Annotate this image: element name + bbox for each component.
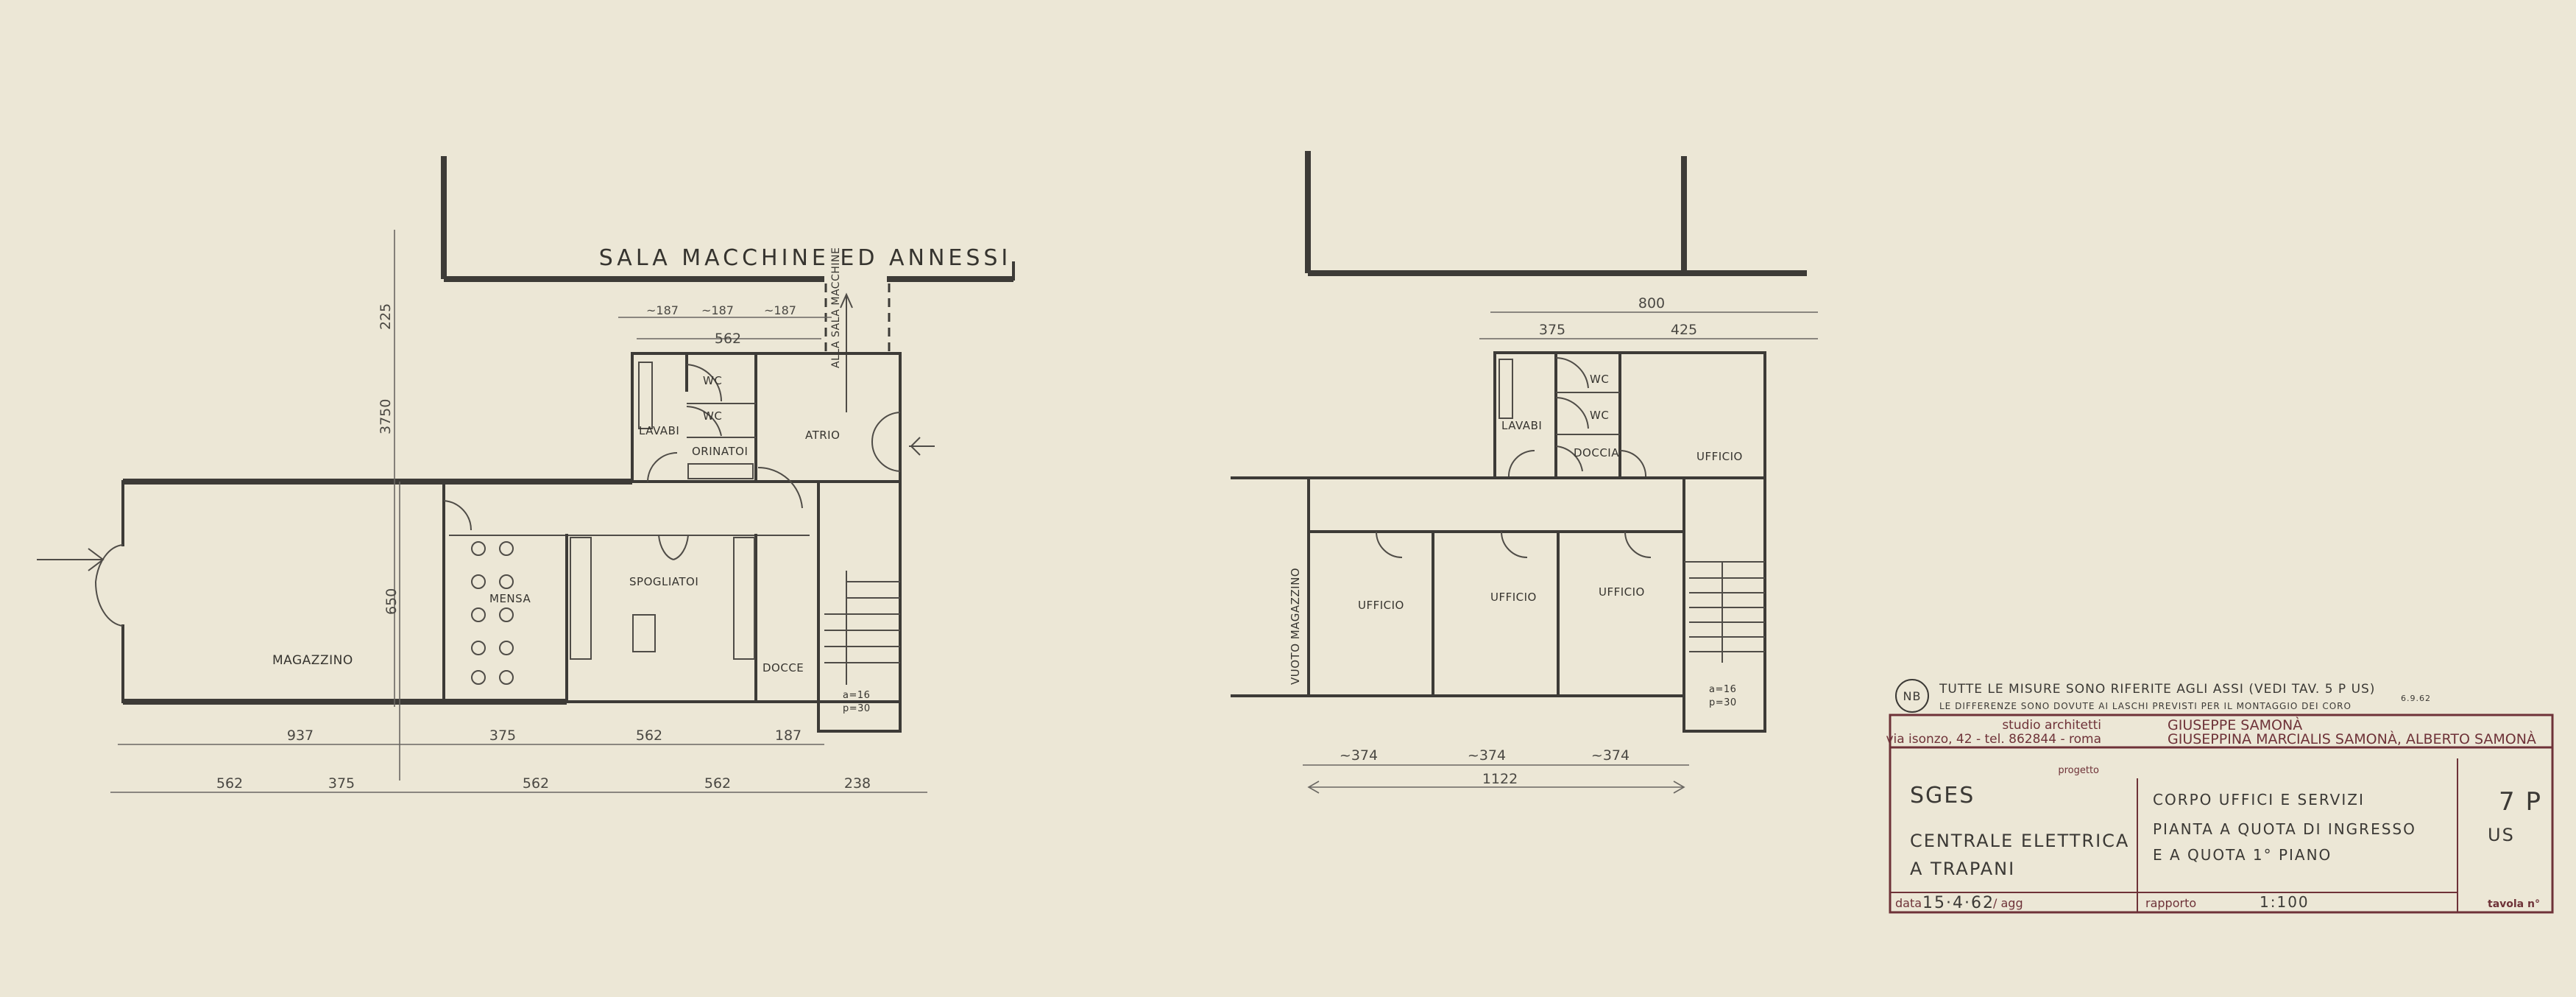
dim-label: 650 [383, 588, 400, 615]
dim-label: 425 [1671, 322, 1697, 338]
subject-line-3: E A QUOTA 1° PIANO [2153, 846, 2332, 864]
room-label-doccia: DOCCIA [1574, 446, 1619, 459]
stair-tread-label: p=30 [843, 703, 871, 714]
subject-line-1: CORPO UFFICI E SERVIZI [2153, 791, 2365, 808]
left-dimension-lines [110, 230, 927, 793]
date-label: data [1895, 896, 1922, 910]
note-line-1: TUTTE LE MISURE SONO RIFERITE AGLI ASSI … [1939, 682, 2375, 697]
sheet-number: 7 P [2499, 787, 2542, 817]
room-label-wc: WC [703, 409, 722, 423]
title-block [1889, 714, 2554, 914]
dim-label: 375 [328, 775, 355, 792]
room-label-atrio: ATRIO [805, 429, 840, 442]
dim-label: 3750 [378, 399, 394, 434]
stair-treads [824, 571, 900, 685]
upper-hall-wall [1305, 151, 1807, 276]
room-label-vuoto-magazzino: VUOTO MAGAZZINO [1289, 568, 1302, 685]
note-date-annotation: 6.9.62 [2401, 694, 2431, 703]
note-line-2: LE DIFFERENZE SONO DOVUTE AI LASCHI PREV… [1939, 701, 2352, 711]
project-line-1: CENTRALE ELETTRICA [1910, 831, 2129, 851]
room-label-docce: DOCCE [762, 661, 804, 674]
sheet-number-label: tavola n° [2488, 898, 2540, 910]
dim-label: 562 [523, 775, 549, 792]
dim-label: ~187 [764, 303, 796, 317]
room-label-lavabi: LAVABI [639, 424, 679, 437]
sheet-suffix: US [2488, 825, 2515, 845]
room-label-ufficio: UFFICIO [1696, 450, 1743, 463]
dim-label: ~374 [1468, 747, 1506, 764]
access-note: ALLA SALA MACCHINE [830, 247, 842, 368]
stair-rise-label: a=16 [843, 690, 870, 701]
dim-label: 562 [636, 728, 662, 744]
dim-label: 187 [775, 728, 802, 744]
stair-tread-label: p=30 [1709, 697, 1737, 708]
dim-label: 375 [1539, 322, 1565, 338]
dim-label: 1122 [1482, 771, 1518, 787]
scale-label: rapporto [2145, 896, 2196, 910]
room-label-ufficio: UFFICIO [1599, 585, 1645, 599]
dim-label: 375 [489, 728, 516, 744]
nb-mark: NB [1903, 689, 1922, 703]
dim-label: 562 [216, 775, 243, 792]
drawing-date: 15·4·62 [1922, 894, 1995, 912]
room-label-orinatoi: ORINATOI [692, 445, 748, 458]
room-label-wc: WC [703, 374, 722, 387]
dim-label: 562 [715, 331, 741, 347]
main-body-walls [37, 479, 902, 733]
room-label-spogliatoi: SPOGLIATOI [629, 575, 698, 588]
service-block-walls [631, 352, 935, 509]
dim-label: ~187 [701, 303, 734, 317]
dim-label: ~187 [646, 303, 679, 317]
dim-label: 800 [1638, 295, 1665, 311]
room-label-magazzino: MAGAZZINO [272, 653, 353, 668]
agg-label: / agg [1993, 896, 2023, 910]
subject-line-2: PIANTA A QUOTA DI INGRESSO [2153, 820, 2416, 838]
studio-label: studio architetti [2002, 718, 2101, 733]
architect-name-1: GIUSEPPE SAMONÀ [2168, 716, 2302, 733]
architect-names-2: GIUSEPPINA MARCIALIS SAMONÀ, ALBERTO SAM… [2168, 730, 2536, 747]
room-label-ufficio: UFFICIO [1358, 599, 1404, 612]
dim-label: 225 [378, 303, 394, 330]
progetto-label: progetto [2058, 765, 2099, 776]
right-dimension-lines [1303, 311, 1818, 794]
studio-address: via isonzo, 42 - tel. 862844 - roma [1886, 732, 2101, 747]
dim-label: 937 [287, 728, 314, 744]
stair-rise-label: a=16 [1709, 684, 1736, 695]
dim-label: 562 [704, 775, 731, 792]
right-walls [1231, 351, 1766, 733]
project-line-2: A TRAPANI [1910, 859, 2015, 879]
drawing-scale: 1:100 [2260, 893, 2310, 911]
general-notes: NB TUTTE LE MISURE SONO RIFERITE AGLI AS… [1895, 679, 2431, 713]
dim-label: ~374 [1340, 747, 1378, 764]
left-floor-plan: SALA MACCHINE ED ANNESSI ALLA SALA MACCH… [37, 156, 1015, 793]
room-label-wc: WC [1590, 409, 1609, 422]
stair-treads [1684, 561, 1765, 663]
dim-label: 238 [844, 775, 871, 792]
room-label-lavabi: LAVABI [1501, 419, 1542, 432]
right-floor-plan: LAVABI WC WC DOCCIA UFFICIO UFFICIO UFFI… [1231, 151, 1818, 794]
room-label-wc: WC [1590, 373, 1609, 386]
room-label-mensa: MENSA [489, 592, 531, 605]
machine-hall-title: SALA MACCHINE ED ANNESSI [599, 245, 1012, 271]
client-name: SGES [1910, 783, 1975, 808]
dim-label: ~374 [1591, 747, 1630, 764]
room-label-ufficio: UFFICIO [1490, 591, 1537, 604]
mensa-tables [471, 541, 514, 685]
